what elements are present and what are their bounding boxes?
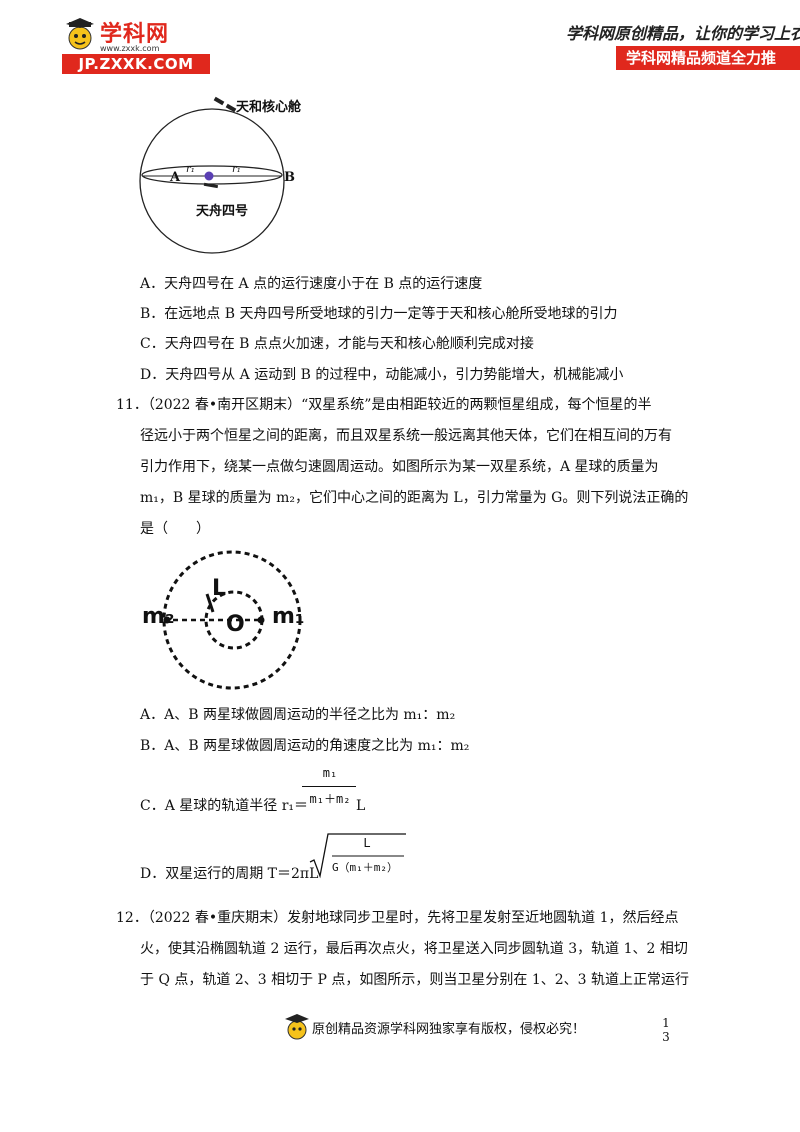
page-number: 1 3	[660, 1016, 672, 1044]
label-m2: m₂	[142, 604, 175, 629]
star-a-dot	[257, 616, 265, 624]
logo-name: 学科网	[100, 22, 170, 47]
optc-denominator: m₁＋m₂	[309, 792, 351, 806]
q11-line-5: 是（ ）	[140, 521, 210, 537]
binary-star-figure	[162, 550, 302, 690]
q11-line-2: 径远小于两个恒星之间的距离，而且双星系统一般远离其他天体，它们在相互间的万有	[140, 428, 672, 444]
label-a: A	[170, 170, 181, 185]
optd-denominator: G（m₁＋m₂）	[331, 861, 399, 874]
q10-option-c: C．天舟四号在 B 点点火加速，才能与天和核心舱顺利完成对接	[140, 336, 534, 352]
q11-option-a: A．A、B 两星球做圆周运动的半径之比为 m₁：m₂	[140, 707, 456, 723]
mascot-icon	[66, 18, 94, 50]
label-l: L	[212, 576, 227, 601]
q12-line-1: 12．（2022 春•重庆期末）发射地球同步卫星时，先将卫星发射至近地圆轨道 1…	[116, 910, 679, 926]
q10-option-d: D．天舟四号从 A 运动到 B 的过程中，动能减小，引力势能增大，机械能减小	[140, 367, 624, 383]
label-o: O	[226, 612, 245, 637]
header-slogan: 学科网原创精品，让你的学习上衣	[566, 24, 800, 43]
q11-line-3: 引力作用下，绕某一点做匀速圆周运动。如图所示为某一双星系统，A 星球的质量为	[140, 459, 659, 475]
q12-line-2: 火，使其沿椭圆轨道 2 运行，最后再次点火，将卫星送入同步圆轨道 3，轨道 1、…	[140, 941, 688, 957]
q11-option-c: C．A 星球的轨道半径 r₁＝	[140, 798, 309, 814]
label-core-module: 天和核心舱	[236, 100, 302, 115]
tianzhou-ship-icon	[203, 182, 219, 189]
outer-orbit	[162, 550, 302, 690]
optc-numerator: m₁	[322, 766, 338, 780]
label-b: B	[284, 170, 295, 185]
page-number-top: 1	[662, 1016, 670, 1030]
optc-tail: L	[356, 798, 366, 814]
footer-copyright: 原创精品资源学科网独家享有版权，侵权必究！	[312, 1022, 586, 1037]
q11-line-1: 11．（2022 春•南开区期末）“双星系统”是由相距较近的两颗恒星组成，每个恒…	[116, 397, 652, 413]
q11-option-d: D．双星运行的周期 T＝2πL	[140, 866, 319, 882]
site-url[interactable]: JP.ZXXK.COM	[62, 54, 210, 74]
earth-orbit-circle	[139, 108, 285, 254]
core-module-icon	[213, 96, 237, 113]
ellipse-orbit	[141, 165, 283, 185]
q11-option-b: B．A、B 两星球做圆周运动的角速度之比为 m₁：m₂	[140, 738, 470, 754]
q10-option-a: A．天舟四号在 A 点的运行速度小于在 B 点的运行速度	[140, 276, 483, 292]
l-stroke	[205, 593, 215, 613]
optc-fraction-bar	[302, 786, 356, 787]
footer-mascot-icon	[285, 1014, 309, 1040]
label-tianzhou: 天舟四号	[196, 204, 249, 219]
q12-line-3: 于 Q 点，轨道 2、3 相切于 P 点，如图所示，则当卫星分别在 1、2、3 …	[140, 972, 690, 988]
q10-option-b: B．在远地点 B 天舟四号所受地球的引力一定等于天和核心舱所受地球的引力	[140, 306, 618, 322]
logo-sub: www.zxxk.com	[100, 44, 160, 53]
label-r1-right: r₁	[232, 164, 241, 175]
sqrt-sign	[309, 833, 406, 879]
optd-numerator: L	[363, 836, 371, 850]
star-b-dot	[163, 616, 171, 624]
page-number-bottom: 3	[662, 1030, 670, 1044]
site-logo: 学科网 www.zxxk.com JP.ZXXK.COM	[62, 14, 212, 74]
orbit-figure	[139, 96, 285, 254]
header-banner[interactable]: 学科网精品频道全力推	[616, 46, 800, 70]
label-r1-left: r₁	[186, 164, 195, 175]
label-m1: m₁	[272, 604, 305, 629]
earth-dot	[204, 171, 214, 181]
q11-line-4: m₁，B 星球的质量为 m₂，它们中心之间的距离为 L，引力常量为 G。则下列说…	[140, 490, 689, 506]
